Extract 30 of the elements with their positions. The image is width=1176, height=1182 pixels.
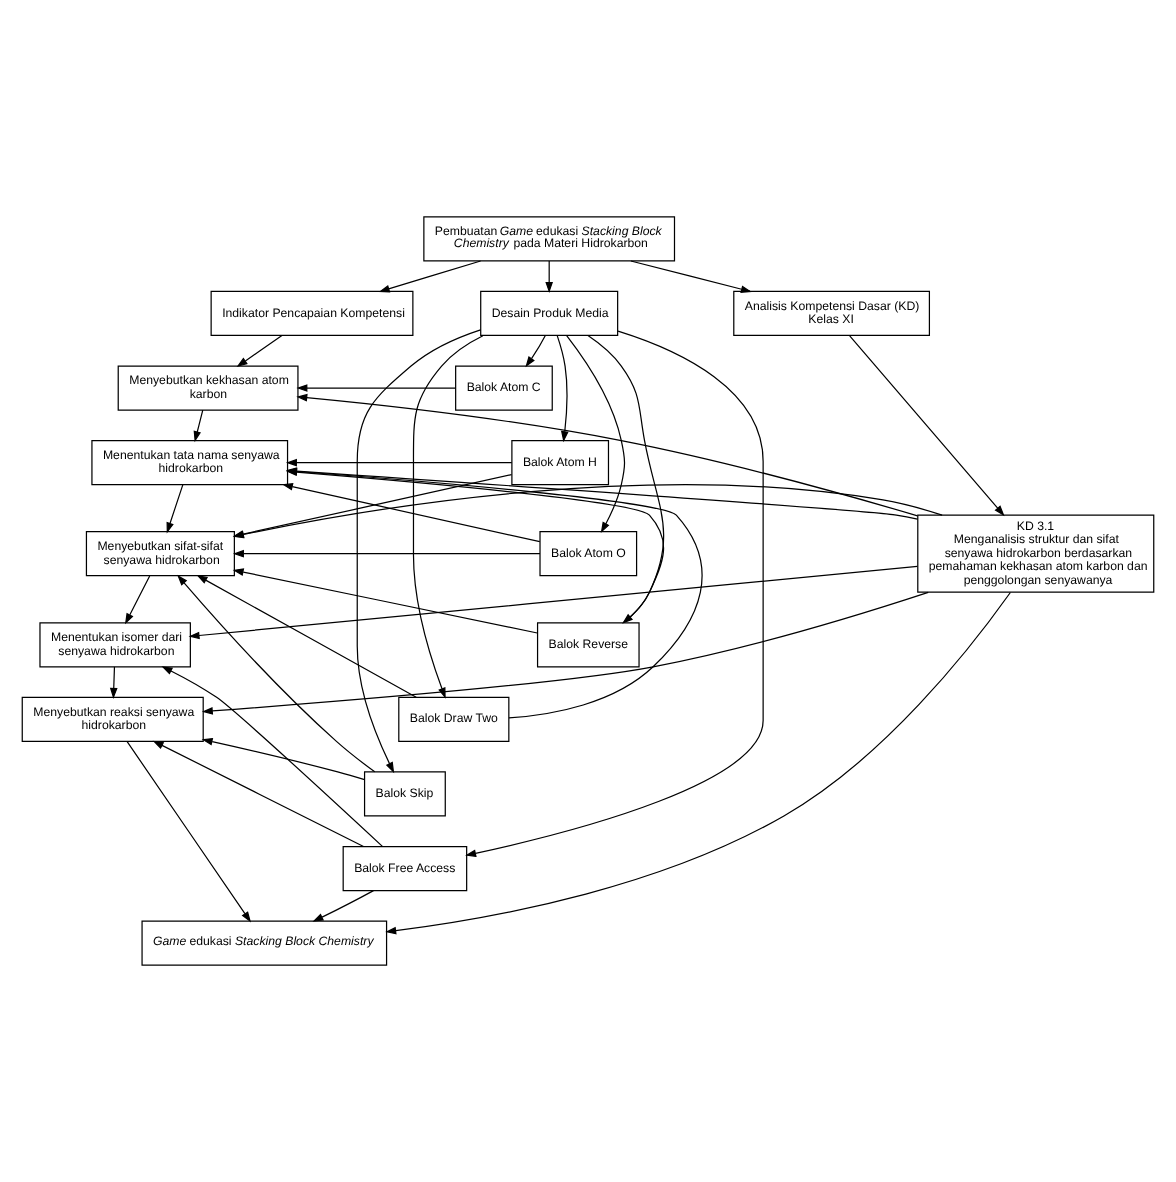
arrow	[296, 393, 919, 517]
arrow	[296, 384, 456, 392]
arrow	[356, 329, 482, 774]
arrow	[196, 575, 417, 698]
arrow	[566, 335, 626, 534]
arrow	[177, 574, 376, 773]
arrow	[126, 740, 252, 923]
arrow	[630, 260, 752, 293]
arrow	[201, 591, 929, 715]
arrow	[232, 568, 538, 634]
arrow	[166, 484, 184, 534]
arrow	[188, 565, 918, 640]
arrow	[281, 482, 541, 543]
arrow	[385, 591, 1011, 935]
arrow	[556, 335, 569, 443]
arrow	[412, 335, 484, 699]
arrow	[161, 666, 383, 847]
arrow	[193, 409, 204, 443]
arrow	[285, 458, 513, 467]
arrow	[378, 260, 482, 293]
arrow	[125, 575, 151, 625]
arrow	[236, 334, 283, 368]
arrow	[849, 335, 1005, 517]
arrow	[545, 260, 554, 294]
arrow	[465, 330, 764, 858]
arrow	[525, 334, 546, 368]
arrow	[232, 549, 541, 558]
arrow	[109, 666, 118, 699]
arrow	[201, 737, 366, 781]
arrow	[152, 740, 365, 848]
